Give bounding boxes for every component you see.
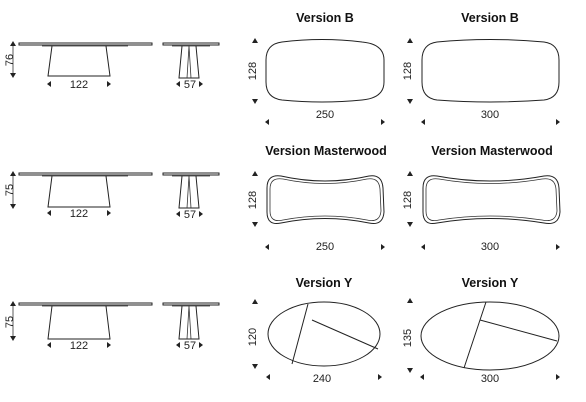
- version-title-3a: Version Y: [296, 276, 353, 290]
- top-view-3b: Version Y 135 300: [402, 276, 560, 385]
- front-width-label-1: 57: [184, 79, 196, 91]
- side-height-label-3: 75: [4, 316, 16, 328]
- depth-label-2a: 128: [247, 191, 259, 209]
- version-title-1b: Version B: [461, 11, 519, 25]
- front-elevation-2: 57: [162, 172, 220, 221]
- top-view-1a: Version B 128 250: [247, 11, 385, 125]
- depth-label-3b: 135: [402, 329, 414, 347]
- depth-label-2b: 128: [402, 191, 414, 209]
- top-view-1b: Version B 128 300: [402, 11, 560, 125]
- row-2: 75 122 57 Version Masterwood 128 250: [4, 144, 561, 253]
- depth-label-1b: 128: [402, 62, 414, 80]
- version-title-3b: Version Y: [462, 276, 519, 290]
- side-elevation-3: 75 122: [4, 301, 153, 352]
- front-width-label-2: 57: [184, 209, 196, 221]
- version-title-1a: Version B: [296, 11, 354, 25]
- depth-label-1a: 128: [247, 62, 259, 80]
- front-width-label-3: 57: [184, 340, 196, 352]
- front-elevation-3: 57: [162, 302, 220, 352]
- top-view-2b: Version Masterwood 128 300: [402, 144, 561, 253]
- side-height-label-1: 76: [4, 54, 16, 66]
- top-view-2a: Version Masterwood 128 250: [247, 144, 387, 253]
- row-1: 76 122 57 Version B 128 250: [4, 11, 560, 125]
- side-width-label-2: 122: [70, 208, 88, 220]
- version-title-2a: Version Masterwood: [265, 144, 387, 158]
- length-label-2b: 300: [481, 241, 499, 253]
- length-label-1a: 250: [316, 109, 334, 121]
- side-elevation-2: 75 122: [4, 171, 153, 220]
- side-elevation-1: 76 122: [4, 41, 153, 91]
- length-label-1b: 300: [481, 109, 499, 121]
- version-title-2b: Version Masterwood: [431, 144, 553, 158]
- front-elevation-1: 57: [162, 42, 220, 91]
- length-label-3a: 240: [313, 373, 331, 385]
- top-view-3a: Version Y 120 240: [247, 276, 382, 385]
- side-width-label-3: 122: [70, 340, 88, 352]
- row-3: 75 122 57 Version Y 120 240 Version: [4, 276, 560, 385]
- length-label-2a: 250: [316, 241, 334, 253]
- side-height-label-2: 75: [4, 184, 16, 196]
- length-label-3b: 300: [481, 373, 499, 385]
- depth-label-3a: 120: [247, 328, 259, 346]
- side-width-label-1: 122: [70, 79, 88, 91]
